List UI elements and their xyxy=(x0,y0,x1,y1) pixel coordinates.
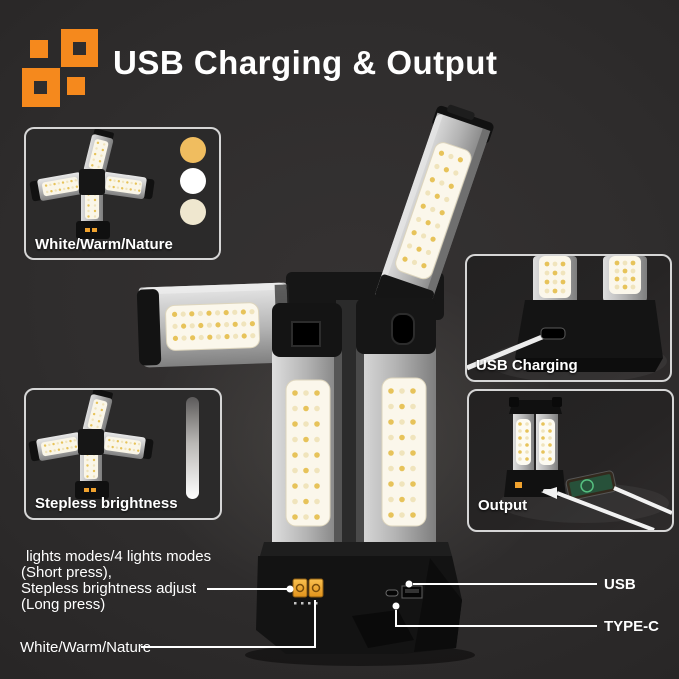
standing-lantern xyxy=(504,397,566,497)
usb-charging-box: USB Charging xyxy=(465,254,672,382)
charging-cable xyxy=(467,332,548,371)
charging-port xyxy=(540,327,566,340)
page-title: USB Charging & Output xyxy=(113,44,498,81)
phone xyxy=(565,470,617,501)
type-c-callout: TYPE-C xyxy=(604,618,660,635)
output-label: Output xyxy=(478,497,528,514)
modes-line-2: (Short press), xyxy=(21,564,112,581)
closeup-base xyxy=(515,300,663,358)
tower-right-panel xyxy=(356,298,436,552)
mode-button-callout: White/Warm/Nature xyxy=(20,639,152,656)
callout-dots xyxy=(286,580,413,610)
color-modes-box: White/Warm/Nature xyxy=(24,127,221,260)
usb-charging-image xyxy=(467,256,667,380)
nature-swatch xyxy=(180,199,206,225)
battery-indicator-marks xyxy=(294,602,318,605)
usb-callout: USB xyxy=(604,576,636,593)
output-box: Output xyxy=(467,389,674,532)
output-image xyxy=(499,397,672,530)
warm-swatch xyxy=(180,137,206,163)
mode-button xyxy=(292,578,308,598)
brightness-box: Stepless brightness xyxy=(24,388,222,520)
closeup-panels xyxy=(533,256,647,306)
brightness-image xyxy=(28,390,199,499)
diagonal-panel xyxy=(374,104,494,314)
usb-port xyxy=(401,585,423,599)
modes-line-4: (Long press) xyxy=(21,596,106,613)
usb-charging-label: USB Charging xyxy=(476,357,578,374)
callout-lines xyxy=(141,583,597,648)
type-c-port xyxy=(385,589,399,597)
brightness-button xyxy=(308,578,324,598)
white-swatch xyxy=(180,168,206,194)
output-cables xyxy=(556,486,672,530)
modes-annotation: lights modes/4 lights modes (Short press… xyxy=(21,549,211,613)
base xyxy=(256,542,462,654)
tower-left-panel xyxy=(272,303,342,550)
side-panel xyxy=(136,282,292,368)
color-modes-label: White/Warm/Nature xyxy=(35,236,173,253)
brightness-label: Stepless brightness xyxy=(35,495,178,512)
brightness-bar xyxy=(186,397,199,499)
cable-arrow xyxy=(541,487,557,499)
color-modes-image xyxy=(29,129,206,239)
kickstand xyxy=(352,610,414,648)
modes-line-1: lights modes/4 lights modes xyxy=(26,548,212,565)
modes-line-3: Stepless brightness adjust xyxy=(21,580,197,597)
